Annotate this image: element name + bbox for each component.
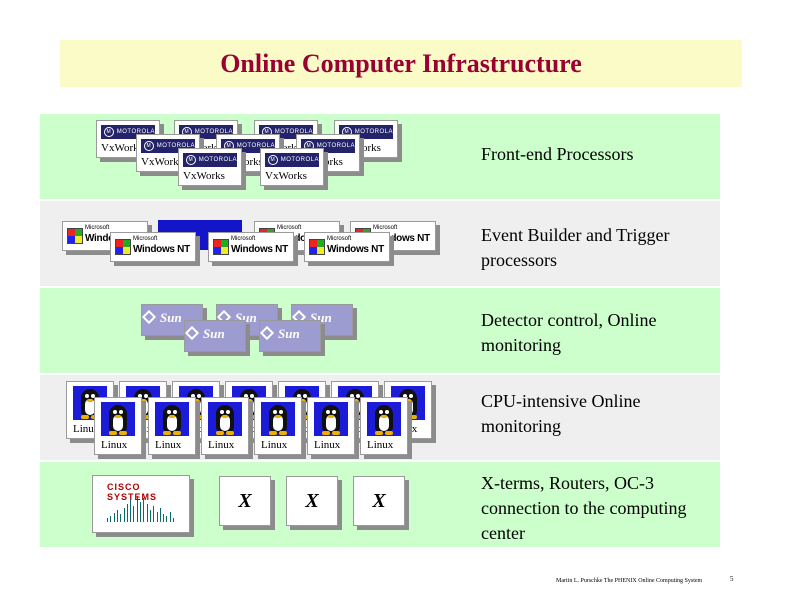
cisco-bar: [110, 516, 112, 522]
cisco-bar: [133, 506, 135, 522]
footer-text: Martin L. Purschke The PHENIX Online Com…: [556, 578, 703, 584]
cisco-bar: [159, 508, 161, 522]
windows-nt-label: Windows NT: [327, 244, 384, 255]
row-label-front-end: Front-end Processors: [481, 144, 634, 164]
cisco-bar: [120, 514, 122, 522]
sun-logo-icon: [141, 309, 157, 325]
cisco-bar: [173, 518, 174, 522]
row-event-builder: Event Builder and Trigger processors Mic…: [40, 201, 720, 286]
linux-label: Linux: [155, 439, 182, 451]
x-terminal-label: X: [238, 489, 252, 512]
cisco-bar: [163, 514, 165, 522]
sun-logo-icon: [259, 325, 275, 341]
microsoft-label: Microsoft: [373, 225, 398, 231]
microsoft-label: Microsoft: [327, 236, 352, 242]
x-terminal-label: X: [305, 489, 319, 512]
cisco-bar: [107, 518, 108, 522]
linux-card: Linux: [254, 397, 302, 455]
linux-label: Linux: [73, 423, 100, 435]
linux-label: Linux: [101, 439, 128, 451]
vxworks-label: VxWorks: [141, 156, 183, 168]
cisco-bar: [136, 496, 138, 522]
microsoft-label: Microsoft: [231, 236, 256, 242]
microsoft-label: Microsoft: [277, 225, 302, 231]
linux-card: Linux: [201, 397, 249, 455]
penguin-icon: [208, 402, 242, 436]
cisco-bar: [166, 516, 168, 522]
cisco-systems-logo: CISCO SYSTEMS: [92, 475, 190, 533]
microsoft-label: Microsoft: [85, 225, 110, 231]
cisco-bar: [149, 510, 151, 522]
vxworks-label: VxWorks: [183, 170, 225, 182]
sun-label: Sun: [160, 310, 182, 325]
cisco-bar: [143, 498, 145, 522]
penguin-icon: [155, 402, 189, 436]
linux-card: Linux: [94, 397, 142, 455]
penguin-icon: [101, 402, 135, 436]
windows-logo-icon: [213, 239, 229, 255]
linux-card: Linux: [148, 397, 196, 455]
sun-card: Sun: [184, 320, 246, 352]
row-label-cpu-monitoring: CPU-intensive Online monitoring: [481, 391, 641, 436]
cisco-bar: [116, 510, 118, 522]
windows-nt-label: Windows NT: [231, 244, 288, 255]
cisco-bar: [130, 500, 132, 522]
x-terminal-1: X: [219, 476, 271, 526]
linux-label: Linux: [208, 439, 235, 451]
penguin-icon: [367, 402, 401, 436]
cisco-bar: [123, 508, 125, 522]
x-terminal-2: X: [286, 476, 338, 526]
row-label-event-builder: Event Builder and Trigger processors: [481, 225, 670, 270]
row-label-detector-control: Detector control, Online monitoring: [481, 310, 657, 355]
microsoft-label: Microsoft: [133, 236, 158, 242]
linux-label: Linux: [261, 439, 288, 451]
windows-logo-icon: [115, 239, 131, 255]
linux-card: Linux: [307, 397, 355, 455]
cisco-bars-icon: [107, 496, 177, 522]
x-terminal-3: X: [353, 476, 405, 526]
penguin-icon: [261, 402, 295, 436]
windows-logo-icon: [67, 228, 83, 244]
title-banner: Online Computer Infrastructure: [60, 40, 742, 87]
cisco-bar: [113, 513, 115, 522]
row-label-xterms-routers: X-terms, Routers, OC-3 connection to the…: [481, 473, 687, 543]
vxworks-label: VxWorks: [101, 142, 143, 154]
cisco-bar: [140, 502, 141, 522]
sun-label: Sun: [278, 326, 300, 341]
sun-logo-icon: [184, 325, 200, 341]
windows-nt-label: Windows NT: [133, 244, 190, 255]
page-title: Online Computer Infrastructure: [220, 48, 582, 78]
cisco-systems-label: CISCO SYSTEMS: [107, 482, 158, 502]
sun-card: Sun: [259, 320, 321, 352]
sun-label: Sun: [203, 326, 225, 341]
x-terminal-label: X: [372, 489, 386, 512]
cisco-bar: [153, 506, 155, 522]
windows-logo-icon: [309, 239, 325, 255]
row-xterms-routers: X-terms, Routers, OC-3 connection to the…: [40, 462, 720, 547]
penguin-icon: [314, 402, 348, 436]
page-number: 5: [730, 575, 734, 583]
cisco-bar: [169, 512, 171, 522]
vxworks-label: VxWorks: [265, 170, 307, 182]
linux-label: Linux: [314, 439, 341, 451]
cisco-bar: [156, 512, 158, 522]
windows-nt-label: Windows NT: [373, 233, 430, 244]
cisco-bar: [126, 504, 128, 522]
cisco-bar: [146, 504, 148, 522]
linux-label: Linux: [367, 439, 394, 451]
linux-card: Linux: [360, 397, 408, 455]
